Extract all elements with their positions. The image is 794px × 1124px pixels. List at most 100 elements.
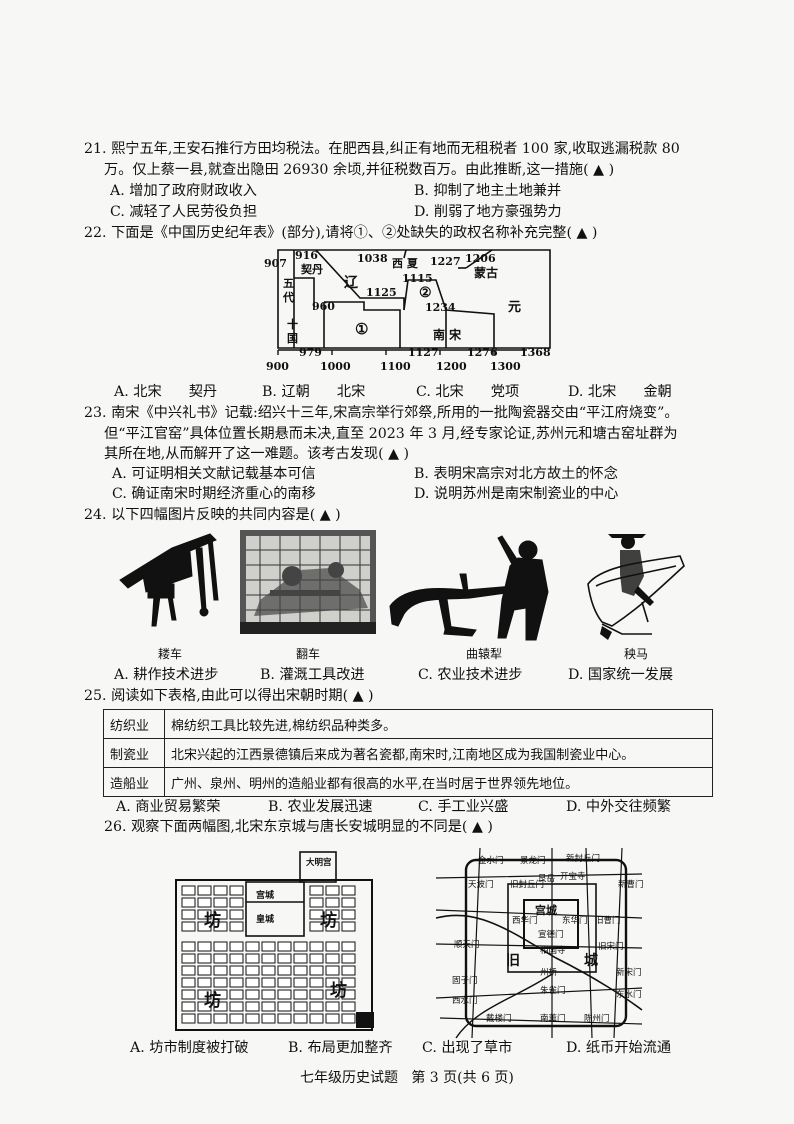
ward-block	[277, 965, 292, 976]
q24-option-c[interactable]: C. 农业技术进步	[418, 667, 523, 683]
map2-gate-nanxun: 南薰门	[540, 1014, 566, 1024]
table-row-text: 棉纺织工具比较先进,棉纺织品种类多。	[164, 709, 713, 739]
ward-block	[325, 941, 340, 952]
q21-option-c[interactable]: C. 减轻了人民劳役负担	[110, 204, 258, 220]
q25-option-c[interactable]: C. 手工业兴盛	[418, 799, 509, 815]
ward-block	[181, 1001, 196, 1012]
chart-year-1127: 1127	[408, 346, 439, 359]
q21-stem-line1: 21. 熙宁五年,王安石推行方田均税法。在肥西县,纠正有地而无租税者 100 家…	[84, 141, 680, 157]
seed-drill-image	[119, 533, 219, 627]
map1-label-imperial: 皇城	[256, 915, 275, 925]
q26-stem: 26. 观察下面两幅图,北宋东京城与唐长安城明显的不同是( ▲ )	[104, 819, 493, 835]
chart-tick-1200: 1200	[436, 360, 467, 373]
q23-stem-line1: 23. 南宋《中兴礼书》记载:绍兴十三年,宋高宗举行郊祭,所用的一批陶瓷器交由“…	[84, 405, 679, 421]
map2-label-kaibaosi: 开宝寺	[560, 872, 586, 882]
chart-label-shiguo: 十 国	[287, 318, 298, 346]
q21-option-b[interactable]: B. 抑制了地主土地兼并	[414, 183, 562, 199]
table-row-text: 北宋兴起的江西景德镇后来成为著名瓷都,南宋时,江南地区成为我国制瓷业中心。	[164, 738, 713, 768]
ward-block	[181, 885, 196, 896]
map2-gate-dongshui: 东水门	[616, 990, 642, 1000]
q24-option-b[interactable]: B. 灌溉工具改进	[260, 667, 365, 683]
ward-block	[309, 885, 324, 896]
q26-option-d[interactable]: D. 纸币开始流通	[566, 1040, 672, 1056]
ward-block	[261, 1001, 276, 1012]
caption-water-wheel: 翻车	[296, 647, 321, 661]
q24-option-a[interactable]: A. 耕作技术进步	[114, 667, 219, 683]
q22-option-c[interactable]: C. 北宋 党项	[416, 384, 520, 400]
q22-option-a[interactable]: A. 北宋 契丹	[114, 384, 218, 400]
ward-block	[229, 953, 244, 964]
q21-option-d[interactable]: D. 削弱了地方豪强势力	[414, 204, 562, 220]
q22-option-b[interactable]: B. 辽朝 北宋	[262, 384, 366, 400]
ward-block	[229, 965, 244, 976]
changan-city-map	[175, 851, 374, 1031]
q22-option-d[interactable]: D. 北宋 金朝	[568, 384, 672, 400]
q25-option-d[interactable]: D. 中外交往频繁	[566, 799, 672, 815]
ward-block	[181, 953, 196, 964]
chart-label-liao: 辽	[344, 275, 358, 291]
map2-label-jiu-fengqiu: 旧封丘门	[510, 880, 545, 890]
ward-block	[341, 897, 356, 908]
ward-block	[197, 921, 212, 932]
ward-block	[245, 1001, 260, 1012]
map2-gate-zhuque: 朱雀门	[540, 986, 566, 996]
ward-block	[213, 885, 228, 896]
q26-option-c[interactable]: C. 出现了草市	[422, 1040, 513, 1056]
chart-year-1115: 1115	[402, 272, 433, 285]
ward-block	[181, 989, 196, 1000]
q26-option-a[interactable]: A. 坊市制度被打破	[130, 1040, 249, 1056]
chart-tick-1100: 1100	[380, 360, 411, 373]
map2-label-palace: 宫城	[535, 904, 557, 917]
q21-option-a[interactable]: A. 增加了政府财政收入	[110, 183, 257, 199]
q26-option-b[interactable]: B. 布局更加整齐	[288, 1040, 393, 1056]
ward-block	[341, 941, 356, 952]
q23-option-d[interactable]: D. 说明苏州是南宋制瓷业的中心	[414, 486, 619, 502]
chart-label-qidan: 契丹	[301, 263, 323, 276]
ward-block	[229, 885, 244, 896]
map2-gate-xishui: 西水门	[452, 996, 478, 1006]
map2-gate-xihua: 西华门	[512, 916, 538, 926]
ward-block	[181, 909, 196, 920]
ward-block	[213, 1013, 228, 1024]
map2-gate-chenzhou: 陈州门	[584, 1014, 610, 1024]
q25-option-a[interactable]: A. 商业贸易繁荣	[116, 799, 221, 815]
q23-option-b[interactable]: B. 表明宋高宗对北方故土的怀念	[414, 466, 618, 482]
ward-block	[325, 953, 340, 964]
map2-gate-donghua: 东华门	[562, 916, 588, 926]
ward-block	[197, 953, 212, 964]
ward-block	[277, 953, 292, 964]
ward-block	[277, 1001, 292, 1012]
ward-block	[325, 1001, 340, 1012]
ward-block	[293, 989, 308, 1000]
map2-gate-shuntian: 顺天门	[454, 940, 480, 950]
map2-gate-xuande: 宣德门	[538, 930, 564, 940]
chart-year-1234: 1234	[425, 301, 456, 314]
map1-label-palace: 宫城	[256, 891, 275, 901]
q25-stem: 25. 阅读如下表格,由此可以得出宋朝时期( ▲ )	[84, 688, 374, 704]
chart-year-1276: 1276	[467, 346, 498, 359]
map1-label-fang-nw: 坊	[204, 911, 221, 931]
q23-stem-line3: 其所在地,从而解开了这一难题。该考古发现( ▲ )	[104, 446, 410, 462]
ward-block	[197, 1001, 212, 1012]
q23-option-a[interactable]: A. 可证明相关文献记载基本可信	[112, 466, 316, 482]
ward-block	[197, 941, 212, 952]
ward-block	[213, 989, 228, 1000]
ward-block	[277, 989, 292, 1000]
q23-option-c[interactable]: C. 确证南宋时期经济重心的南移	[112, 486, 316, 502]
ward-block	[325, 909, 340, 920]
chart-label-xixia: 西 夏	[392, 257, 418, 270]
chart-mark-1: ①	[355, 320, 369, 338]
ward-block	[325, 897, 340, 908]
map2-gate-jiusong: 旧宋门	[598, 942, 624, 952]
map2-gate-guzi: 固子门	[452, 976, 478, 986]
ward-block	[245, 941, 260, 952]
table-row-text: 广州、泉州、明州的造船业都有很高的水平,在当时居于世界领先地位。	[164, 767, 713, 797]
q24-option-d[interactable]: D. 国家统一发展	[568, 667, 674, 683]
chart-year-1038: 1038	[357, 252, 388, 265]
ward-block	[213, 977, 228, 988]
ward-block	[245, 977, 260, 988]
caption-seedling-horse: 秧马	[624, 647, 649, 661]
ward-block	[261, 953, 276, 964]
q25-option-b[interactable]: B. 农业发展迅速	[268, 799, 373, 815]
ward-block	[261, 1013, 276, 1024]
